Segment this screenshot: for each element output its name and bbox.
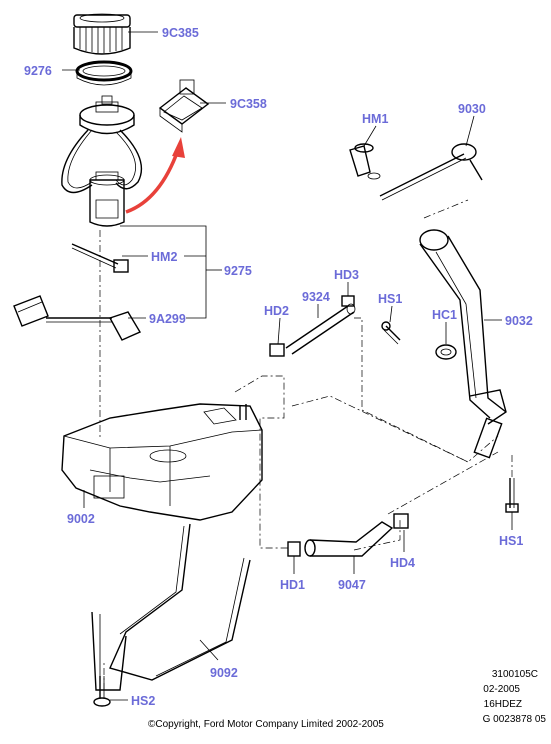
bolt-HS2 — [93, 676, 111, 707]
tank-strap-9092 — [91, 523, 251, 691]
label-9275: 9275 — [224, 264, 252, 278]
label-HD1: HD1 — [280, 578, 305, 592]
label-9047: 9047 — [338, 578, 366, 592]
label-HD3: HD3 — [334, 268, 359, 282]
hose-clip-HD2 — [269, 343, 285, 357]
label-HM1: HM1 — [362, 112, 388, 126]
label-HS2: HS2 — [131, 694, 155, 708]
label-9030: 9030 — [458, 102, 486, 116]
copyright-notice: ©Copyright, Ford Motor Company Limited 2… — [148, 719, 384, 730]
filler-hose-9047 — [304, 513, 409, 557]
relocation-arrow-head — [172, 137, 185, 158]
label-HD2: HD2 — [264, 304, 289, 318]
clip-9C358 — [158, 79, 210, 133]
drawing-code: 16HDEZ — [484, 699, 522, 710]
grommet-HM1 — [349, 143, 381, 180]
relocation-arrow — [125, 149, 180, 214]
wiring-harness-9A299 — [13, 295, 142, 341]
label-9276: 9276 — [24, 64, 52, 78]
label-9324: 9324 — [302, 290, 330, 304]
fuel-pump-module — [89, 171, 125, 227]
label-HM2: HM2 — [151, 250, 177, 264]
screw-HS1-lower — [505, 478, 519, 513]
label-HC1: HC1 — [432, 308, 457, 322]
label-9A299: 9A299 — [149, 312, 186, 326]
label-9032: 9032 — [505, 314, 533, 328]
label-9002: 9002 — [67, 512, 95, 526]
hose-clip-HD1 — [287, 541, 301, 557]
leader-lines — [62, 31, 513, 701]
alignment-lines — [99, 199, 513, 690]
label-9C385: 9C385 — [162, 26, 199, 40]
label-9092: 9092 — [210, 666, 238, 680]
drawing-id: G 0023878 05 — [483, 714, 547, 725]
seal-ring-9276 — [75, 60, 133, 86]
screw-HS1-upper — [381, 321, 401, 345]
label-HS1-lower: HS1 — [499, 534, 523, 548]
breather-pipe-9030 — [379, 143, 483, 201]
locking-ring-9C385 — [73, 13, 131, 55]
fuel-sender-flange — [79, 95, 135, 135]
filler-pipe-9032 — [419, 229, 507, 459]
label-HD4: HD4 — [390, 556, 415, 570]
drawing-date: 02-2005 — [483, 684, 520, 695]
sender-wiring — [61, 129, 143, 194]
hose-clamp-HC1 — [435, 344, 457, 360]
vapour-hose-9324 — [285, 303, 356, 355]
drawing-number: 3100105C — [492, 669, 538, 680]
cable-tie-HM2 — [71, 243, 129, 273]
callout-labels: 9C385 9276 9C358 HM1 9030 HM2 9275 HD3 9… — [24, 26, 533, 708]
drawing-reference-block: 3100105C 02-2005 16HDEZ G 0023878 05 — [483, 669, 547, 725]
label-9C358: 9C358 — [230, 97, 267, 111]
fuel-tank-9002 — [61, 403, 263, 521]
label-HS1-upper: HS1 — [378, 292, 402, 306]
